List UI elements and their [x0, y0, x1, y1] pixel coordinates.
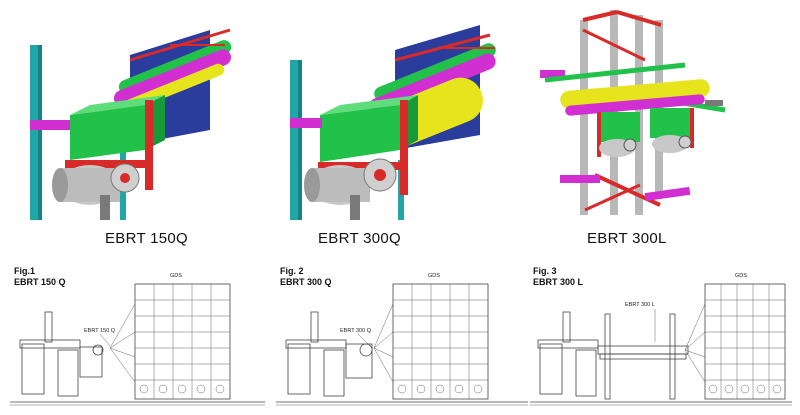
- render-caption: EBRT 300Q: [318, 230, 402, 247]
- render-panel-2: EBRT 300Q: [280, 0, 510, 247]
- callout-label: EBRT 300 Q: [340, 328, 372, 334]
- ebrt-300l-render: [540, 10, 726, 215]
- gds-label: GDS: [170, 273, 182, 279]
- drawing-2: EBRT 300 Q GDS: [276, 273, 528, 406]
- gds-label: GDS: [428, 273, 440, 279]
- drawing-panel-2: Fig. 2 EBRT 300 Q EBRT 300 Q GDS: [268, 262, 533, 415]
- render-caption: EBRT 150Q: [105, 230, 189, 247]
- figure-model: EBRT 150 Q: [14, 277, 66, 287]
- render-panel-1: EBRT 150Q: [20, 0, 250, 247]
- figure-number: Fig. 3: [533, 266, 557, 276]
- callout-label: EBRT 150 Q: [84, 328, 116, 334]
- ebrt-150q-render: [30, 28, 232, 220]
- drawing-panel-1: Fig.1 EBRT 150 Q EBRT 150 Q GDS: [0, 262, 270, 415]
- drawing-3: EBRT 300 L GDS: [530, 273, 792, 406]
- callout-label: EBRT 300 L: [625, 302, 655, 308]
- figure-number: Fig. 2: [280, 266, 304, 276]
- figure-model: EBRT 300 Q: [280, 277, 332, 287]
- gds-label: GDS: [735, 273, 747, 279]
- render-panel-3: EBRT 300L: [535, 0, 795, 247]
- render-caption: EBRT 300L: [587, 230, 667, 247]
- figure-number: Fig.1: [14, 266, 36, 276]
- figure-model: EBRT 300 L: [533, 277, 584, 287]
- drawing-panel-3: Fig. 3 EBRT 300 L EBRT 300 L GDS: [530, 262, 800, 415]
- drawing-1: EBRT 150 Q GDS: [10, 273, 265, 406]
- ebrt-300q-render: [290, 25, 496, 220]
